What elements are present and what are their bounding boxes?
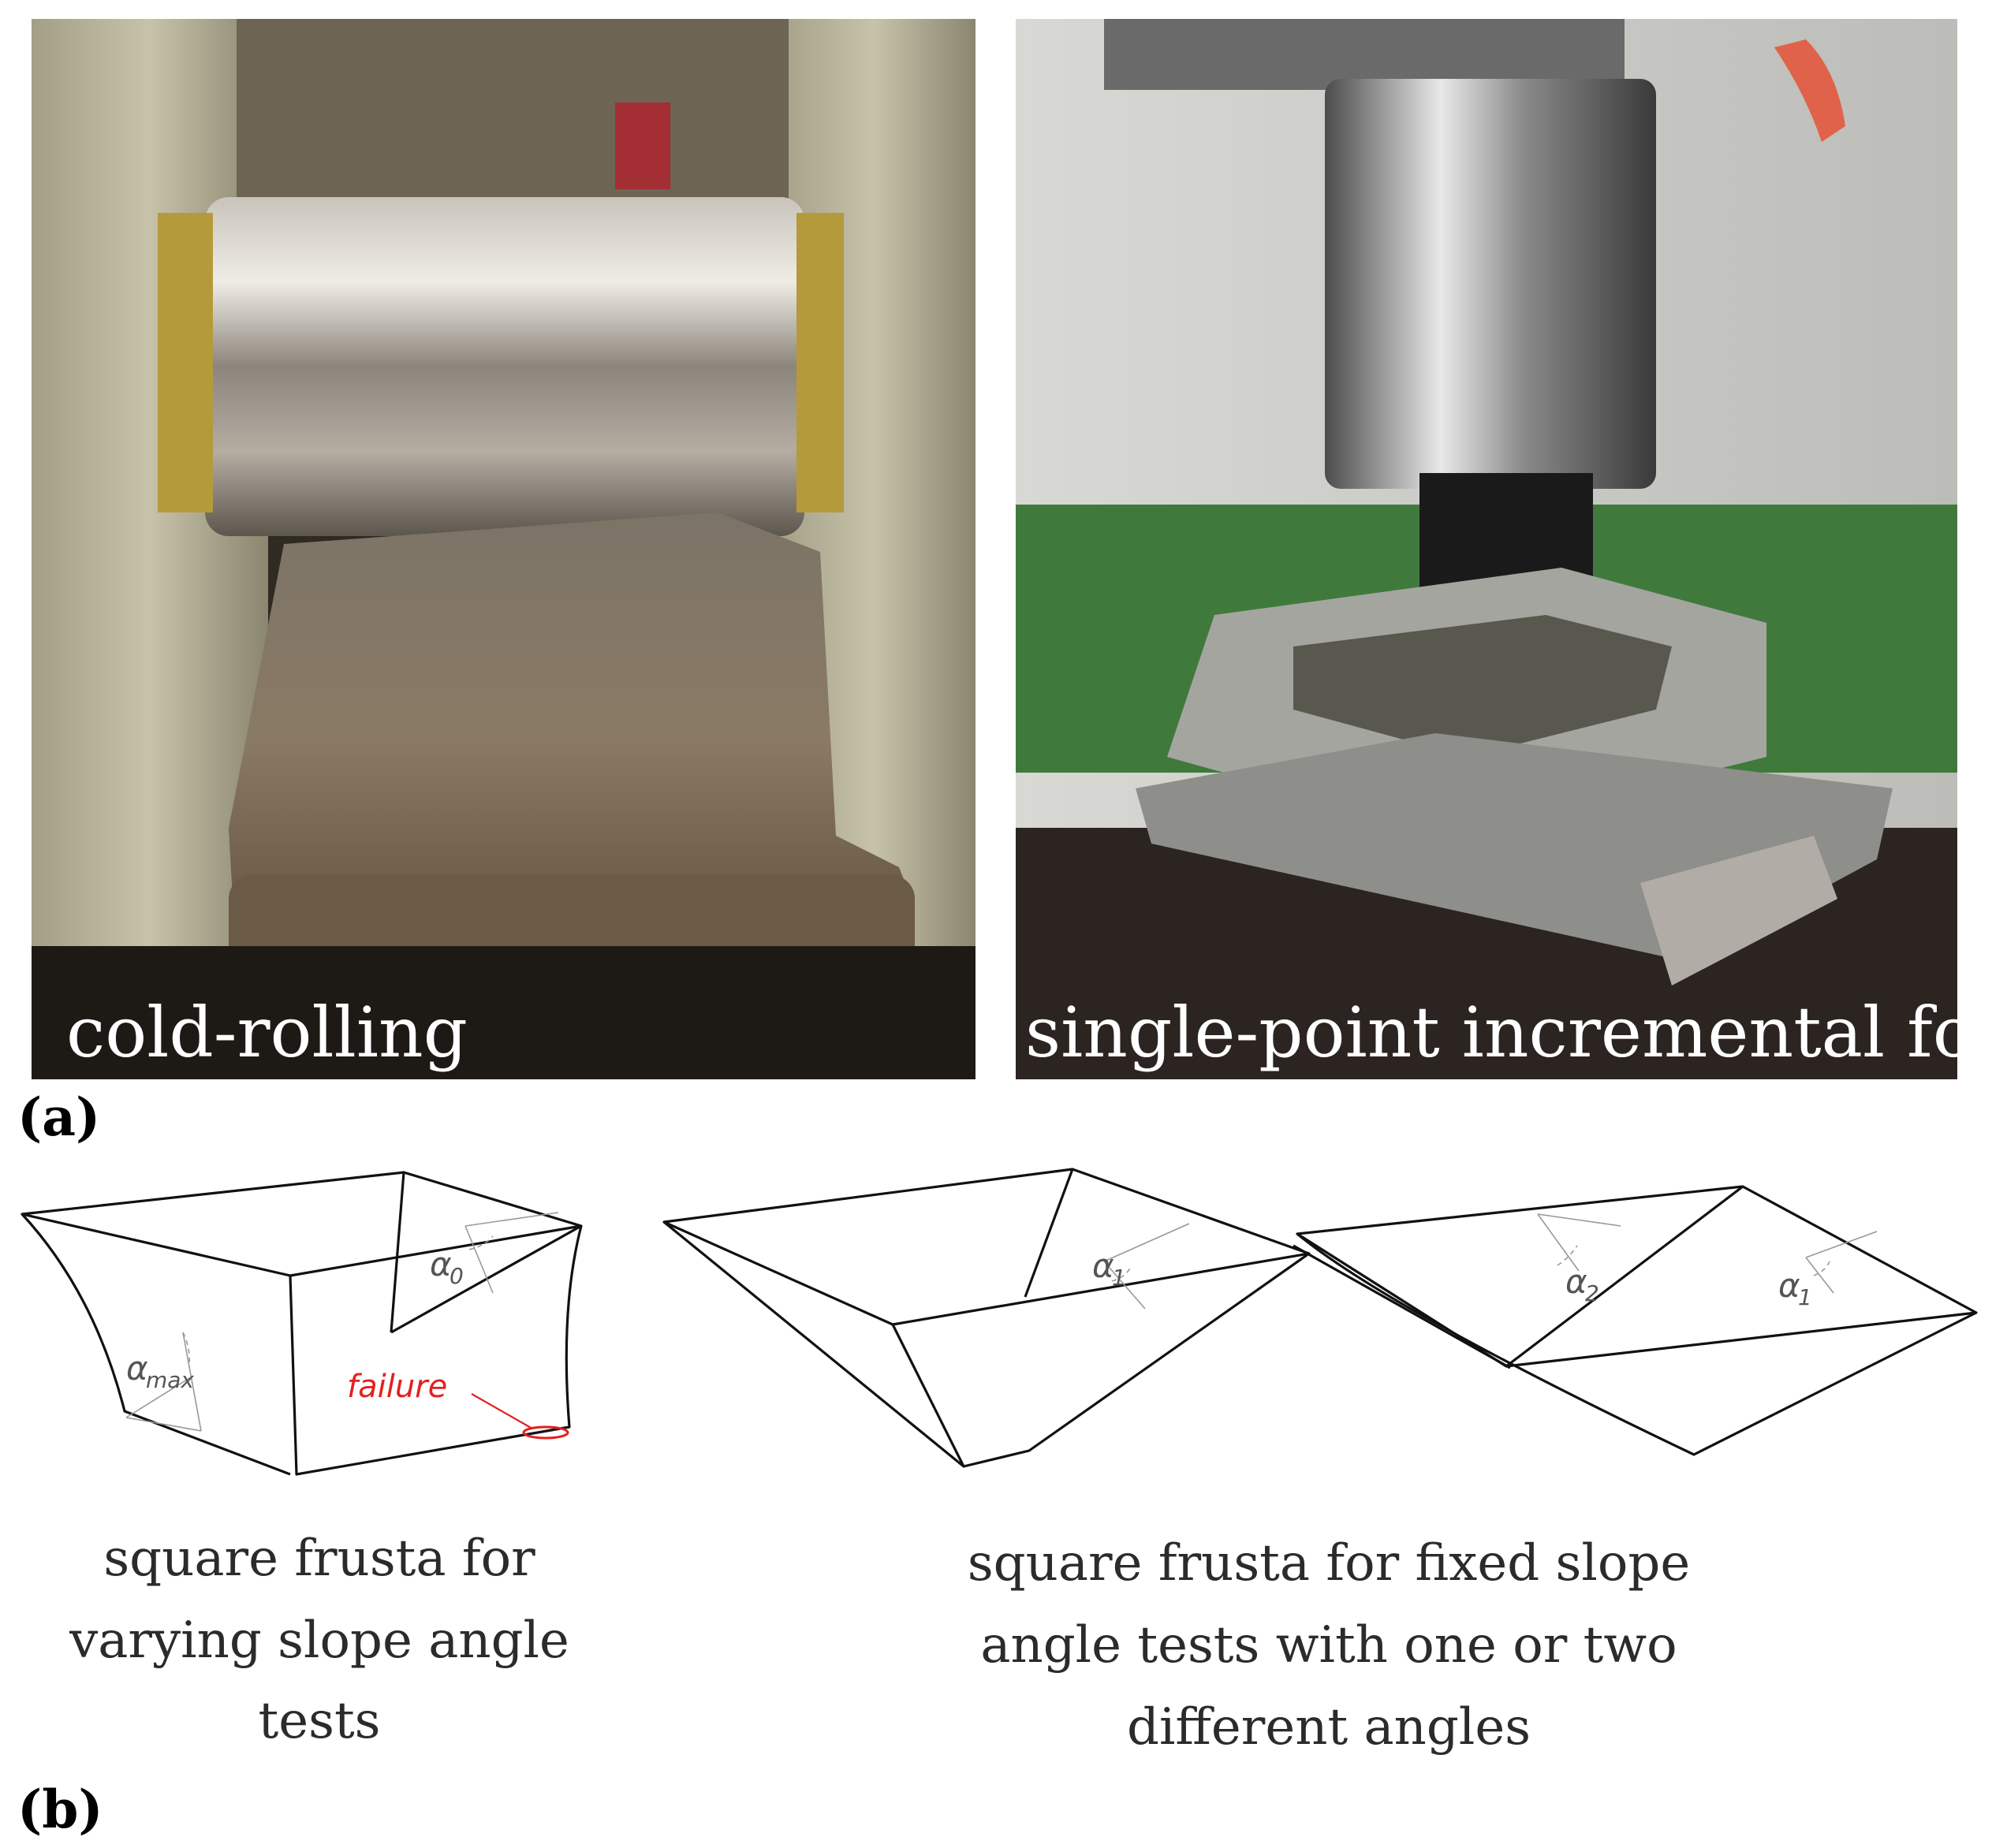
frustum3-angle2-sub: 2 xyxy=(1585,1280,1599,1306)
frustum1-inner-edge xyxy=(390,1172,405,1333)
frustum1-angle-top-sub: 0 xyxy=(450,1263,464,1289)
desc-left-line-2: varying slope angle xyxy=(69,1611,569,1670)
frustum1-left-wall xyxy=(21,1213,291,1476)
frustum3-angle1-symbol: α xyxy=(1778,1266,1800,1305)
photo-incremental-forming xyxy=(1016,19,1957,1079)
frustum3-diagonal xyxy=(1505,1185,1744,1368)
frustum1-angle-side-symbol: α xyxy=(126,1349,148,1388)
frustum3-bottom xyxy=(1296,1232,1977,1456)
frustum3-angle1-lines xyxy=(1805,1231,1878,1294)
frustum2-inner-edge xyxy=(1024,1168,1074,1298)
frustum-varying-slope: α 0 α max failure xyxy=(21,1171,583,1476)
frustum2-angle-lines xyxy=(1103,1223,1190,1310)
frustum1-angle-top-symbol: α xyxy=(430,1245,452,1284)
frustum2-angle-symbol: α xyxy=(1092,1246,1114,1285)
frustum3-top-outline xyxy=(1296,1185,1978,1368)
frustum1-angle-side-lines xyxy=(125,1332,202,1432)
frustum2-angle-arc xyxy=(1111,1265,1132,1282)
frustum3-angle2-arc xyxy=(1557,1245,1578,1266)
frustum1-front-wall xyxy=(289,1225,583,1476)
frustum1-angle-top-arc xyxy=(468,1235,494,1250)
desc-left-line-1: square frusta for xyxy=(103,1529,535,1588)
photo-cold-rolling xyxy=(32,19,975,1079)
description-left: square frusta for varying slope angle te… xyxy=(69,1529,569,1750)
frustum-fixed-one-angle: α 1 xyxy=(662,1168,1311,1468)
desc-left-line-3: tests xyxy=(259,1692,381,1750)
panel-label-a: (a) xyxy=(17,1086,100,1148)
desc-right-line-1: square frusta for fixed slope xyxy=(968,1534,1690,1593)
frustum2-angle-sub: 1 xyxy=(1112,1265,1126,1291)
desc-right-line-3: different angles xyxy=(1127,1698,1531,1757)
panel-label-b: (b) xyxy=(17,1779,103,1840)
frustum2-front-edge xyxy=(891,1324,965,1467)
frustum3-angle2-lines xyxy=(1537,1213,1621,1272)
frustum3-angle2-symbol: α xyxy=(1565,1262,1587,1301)
failure-label: failure xyxy=(347,1369,447,1405)
frustum3-angle1-arc xyxy=(1813,1261,1830,1276)
caption-incremental-forming: single-point incremental forming xyxy=(1025,992,1992,1073)
frustum1-angle-side-sub: max xyxy=(146,1367,194,1393)
frustum1-angle-top-lines xyxy=(464,1212,559,1294)
frustum-fixed-two-angles: α 2 α 1 xyxy=(1293,1185,1978,1456)
caption-cold-rolling: cold-rolling xyxy=(66,992,468,1073)
frustum1-inner-edge-2 xyxy=(390,1224,582,1334)
frustum3-angle1-sub: 1 xyxy=(1798,1284,1812,1310)
frustum1-angle-side-arc xyxy=(182,1332,191,1369)
frustum1-top-outline xyxy=(21,1171,583,1277)
frustum3-ridge xyxy=(1293,1244,1511,1369)
description-right: square frusta for fixed slope angle test… xyxy=(968,1534,1690,1757)
failure-mark xyxy=(522,1425,569,1440)
frustum2-bottom xyxy=(662,1220,1310,1468)
failure-leader xyxy=(471,1393,533,1429)
desc-right-line-2: angle tests with one or two xyxy=(980,1616,1677,1675)
